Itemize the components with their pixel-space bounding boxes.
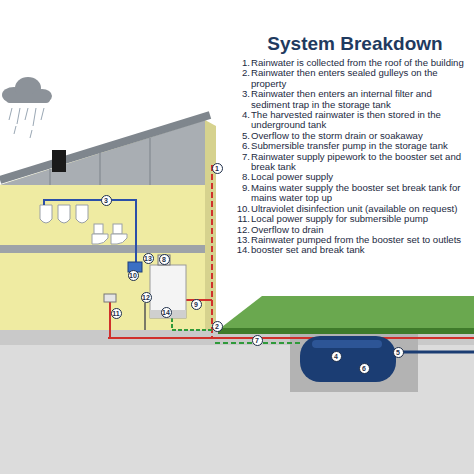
callout-text: 2 [215, 323, 219, 330]
roof [0, 115, 210, 180]
callout-number: 4 [331, 351, 342, 362]
breakdown-list: 1.Rainwater is collected from the roof o… [236, 58, 472, 256]
booster-set [150, 265, 186, 318]
list-text: booster set and break tank [251, 245, 472, 255]
toilets [92, 224, 127, 244]
list-number: 1. [236, 58, 251, 68]
callout-number: 3 [101, 195, 112, 206]
mains-pipe [108, 337, 474, 339]
callout-text: 4 [334, 353, 338, 360]
list-text: Rainwater is collected from the roof of … [251, 58, 472, 68]
list-item: 6.Submersible transfer pump in the stora… [236, 141, 472, 151]
callout-text: 1 [215, 165, 219, 172]
list-number: 11. [236, 214, 251, 224]
callout-text: 7 [255, 337, 259, 344]
list-item: 13.Rainwater pumped from the booster set… [236, 235, 472, 245]
callout-text: 11 [112, 310, 119, 317]
callout-number: 1 [212, 163, 223, 174]
callout-text: 14 [162, 309, 170, 316]
callout-text: 5 [396, 349, 400, 356]
callout-number: 12 [141, 292, 152, 303]
drain-pipe [144, 303, 146, 330]
callout-text: 10 [129, 272, 137, 279]
chimney [52, 150, 66, 172]
list-item: 2.Rainwater then enters sealed gulleys o… [236, 68, 472, 89]
callout-number: 11 [111, 308, 122, 319]
list-number: 2. [236, 68, 251, 89]
list-text: Ultraviolet disinfection unit (available… [251, 204, 472, 214]
downpipe [211, 165, 213, 338]
callout-text: 6 [362, 365, 366, 372]
callout-text: 12 [142, 294, 150, 301]
callout-text: 13 [144, 255, 152, 262]
list-item: 14.booster set and break tank [236, 245, 472, 255]
diagram-title: System Breakdown [236, 33, 474, 55]
list-text: Mains water supply the booster set break… [251, 183, 472, 204]
house-side [205, 120, 216, 330]
list-text: Rainwater supply pipework to the booster… [251, 152, 472, 173]
list-item: 11.Local power supply for submersible pu… [236, 214, 472, 224]
list-text: Rainwater pumped from the booster set to… [251, 235, 472, 245]
storage-tank [300, 336, 396, 382]
list-item: 4.The harvested rainwater is then stored… [236, 110, 472, 131]
tank-pit [290, 334, 418, 392]
list-number: 10. [236, 204, 251, 214]
callout-text: 3 [104, 197, 108, 204]
callout-number: 9 [191, 299, 202, 310]
list-number: 8. [236, 172, 251, 182]
list-number: 9. [236, 183, 251, 204]
callout-text: 8 [162, 256, 166, 263]
callout-number: 7 [252, 335, 263, 346]
callout-text: 9 [194, 301, 198, 308]
power-box [104, 294, 116, 302]
floor-slab [0, 245, 205, 253]
supply-feed [172, 318, 212, 330]
list-text: Submersible transfer pump in the storage… [251, 141, 472, 151]
list-item: 12.Overflow to drain [236, 225, 472, 235]
list-number: 13. [236, 235, 251, 245]
list-text: Local power supply for submersible pump [251, 214, 472, 224]
list-item: 9.Mains water supply the booster set bre… [236, 183, 472, 204]
list-number: 7. [236, 152, 251, 173]
list-text: The harvested rainwater is then stored i… [251, 110, 472, 131]
grass [218, 296, 474, 330]
power-line [109, 300, 111, 338]
callout-number: 6 [359, 363, 370, 374]
list-number: 3. [236, 89, 251, 110]
callout-number: 2 [212, 321, 223, 332]
list-text: Overflow to drain [251, 225, 472, 235]
list-text: Local power supply [251, 172, 472, 182]
rain-cloud [2, 77, 52, 138]
list-number: 5. [236, 131, 251, 141]
callout-number: 14 [161, 307, 172, 318]
list-number: 12. [236, 225, 251, 235]
list-text: Rainwater then enters sealed gulleys on … [251, 68, 472, 89]
callout-number: 5 [393, 347, 404, 358]
callout-number: 13 [143, 253, 154, 264]
urinals [40, 205, 88, 223]
list-item: 7.Rainwater supply pipework to the boost… [236, 152, 472, 173]
list-text: Overflow to the storm drain or soakaway [251, 131, 472, 141]
list-item: 3.Rainwater then enters an internal filt… [236, 89, 472, 110]
grass-edge [218, 328, 474, 334]
callout-number: 8 [159, 254, 170, 265]
list-item: 10.Ultraviolet disinfection unit (availa… [236, 204, 472, 214]
list-item: 1.Rainwater is collected from the roof o… [236, 58, 472, 68]
list-number: 4. [236, 110, 251, 131]
callout-number: 10 [128, 270, 139, 281]
list-text: Rainwater then enters an internal filter… [251, 89, 472, 110]
list-number: 6. [236, 141, 251, 151]
list-number: 14. [236, 245, 251, 255]
list-item: 8.Local power supply [236, 172, 472, 182]
list-item: 5.Overflow to the storm drain or soakawa… [236, 131, 472, 141]
outlet-pipe [44, 200, 136, 262]
overflow-pipe [395, 351, 474, 354]
tank-highlight [312, 340, 382, 348]
